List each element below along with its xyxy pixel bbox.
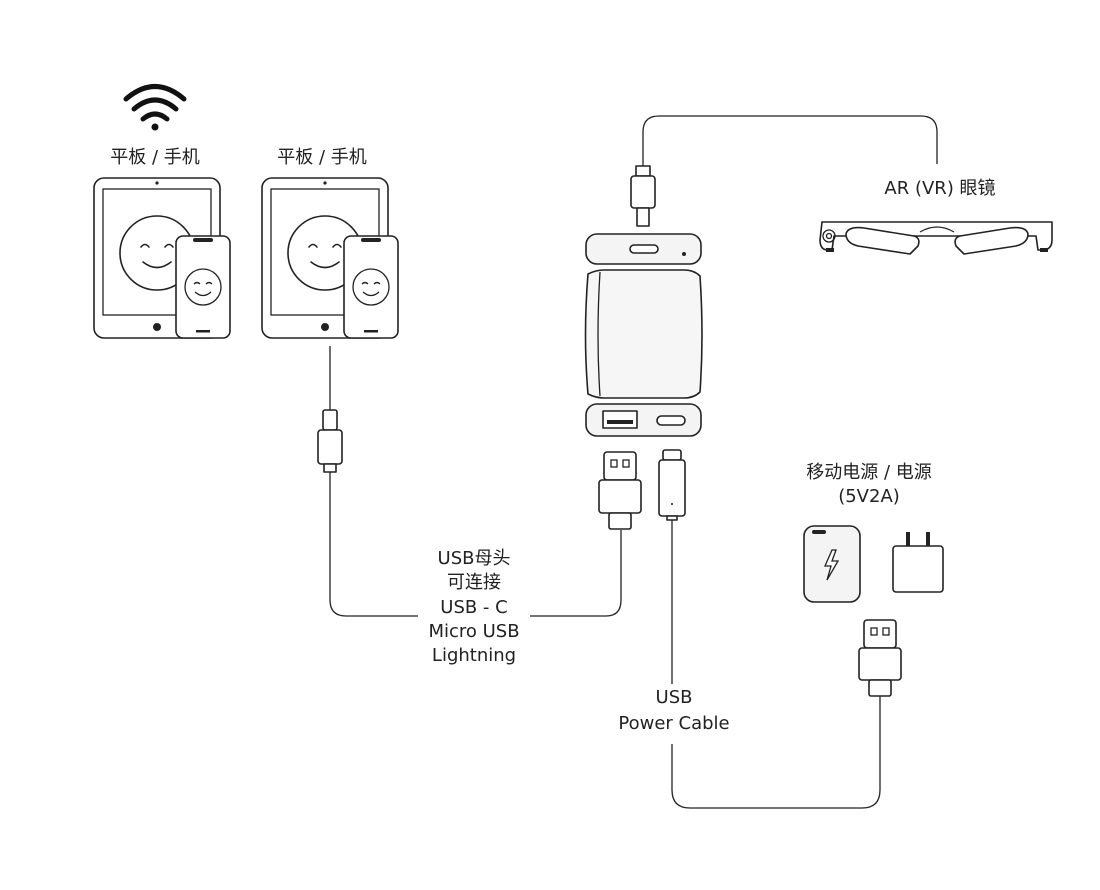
tablet-phone-left [93, 177, 231, 339]
power-cable-label-1: USB [655, 687, 693, 708]
smiley-face-icon [184, 268, 222, 306]
wifi-icon [123, 84, 187, 131]
device-label-right: 平板 / 手机 [277, 147, 367, 168]
tablet-phone-right [261, 177, 399, 339]
lightning-bolt-icon [824, 549, 840, 581]
device-to-adapter-cable [317, 346, 622, 617]
power-source-label: 移动电源 / 电源 [806, 462, 932, 483]
power-source-spec: (5V2A) [838, 486, 900, 507]
glasses-label: AR (VR) 眼镜 [884, 178, 996, 199]
power-cable-label-2: Power Cable [618, 713, 730, 734]
usb-a-plug [598, 451, 642, 530]
adapter-body [584, 269, 703, 399]
ar-glasses [819, 221, 1053, 255]
adapter-bottom-cap [585, 403, 702, 437]
adapter-to-glasses-cable [630, 115, 938, 227]
usb-female-label-3: USB - C [440, 597, 508, 618]
usb-female-label-5: Lightning [431, 645, 517, 666]
usb-a-power-plug [858, 619, 902, 697]
adapter-top-cap [585, 233, 702, 265]
usb-female-label-4: Micro USB [428, 621, 520, 642]
device-label-left: 平板 / 手机 [110, 147, 200, 168]
power-bank [803, 525, 861, 603]
smiley-face-icon [352, 268, 390, 306]
usb-female-label-2: 可连接 [447, 572, 501, 593]
wall-adapter [892, 532, 944, 593]
usb-c-power-plug [658, 449, 881, 809]
usb-female-label-1: USB母头 [437, 548, 511, 569]
